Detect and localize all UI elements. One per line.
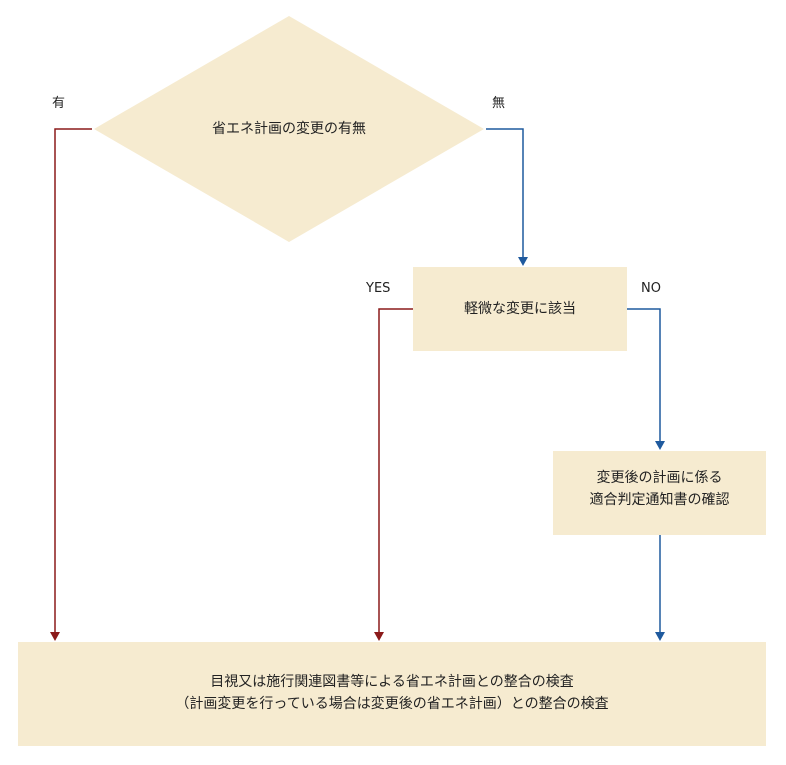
- arrowhead-yes-main: [50, 632, 60, 641]
- arrowhead-no-minor: [655, 441, 665, 450]
- inspection-box-text: 目視又は施行関連図書等による省エネ計画との整合の検査 （計画変更を行っている場合…: [18, 671, 766, 715]
- arrowhead-no-main: [518, 257, 528, 266]
- label-yes-minor: YES: [366, 281, 391, 296]
- inspection-line-2: （計画変更を行っている場合は変更後の省エネ計画）との整合の検査: [175, 696, 609, 712]
- inspection-line-1: 目視又は施行関連図書等による省エネ計画との整合の検査: [210, 674, 574, 690]
- decision-main-text: 省エネ計画の変更の有無: [212, 121, 366, 137]
- confirm-box-text: 変更後の計画に係る 適合判定通知書の確認: [553, 467, 766, 511]
- arrow-no-minor: [627, 308, 661, 441]
- label-no-main: 無: [492, 96, 506, 111]
- confirm-line-1: 変更後の計画に係る: [596, 470, 723, 486]
- arrowhead-confirm-to-inspection: [655, 632, 665, 641]
- label-yes-main: 有: [52, 96, 66, 111]
- arrowhead-yes-minor: [374, 632, 384, 641]
- label-no-minor: NO: [641, 281, 661, 296]
- decision-diamond-change: [94, 16, 484, 242]
- process-box-inspection: [18, 642, 766, 746]
- confirm-line-2: 適合判定通知書の確認: [589, 492, 730, 508]
- decision-box-minor-change: [413, 267, 627, 351]
- decision-minor-text: 軽微な変更に該当: [464, 301, 576, 317]
- arrow-yes-minor: [378, 308, 413, 632]
- process-box-confirm-notice: [553, 451, 766, 535]
- arrow-yes-main: [54, 128, 92, 632]
- arrow-no-main: [486, 128, 524, 257]
